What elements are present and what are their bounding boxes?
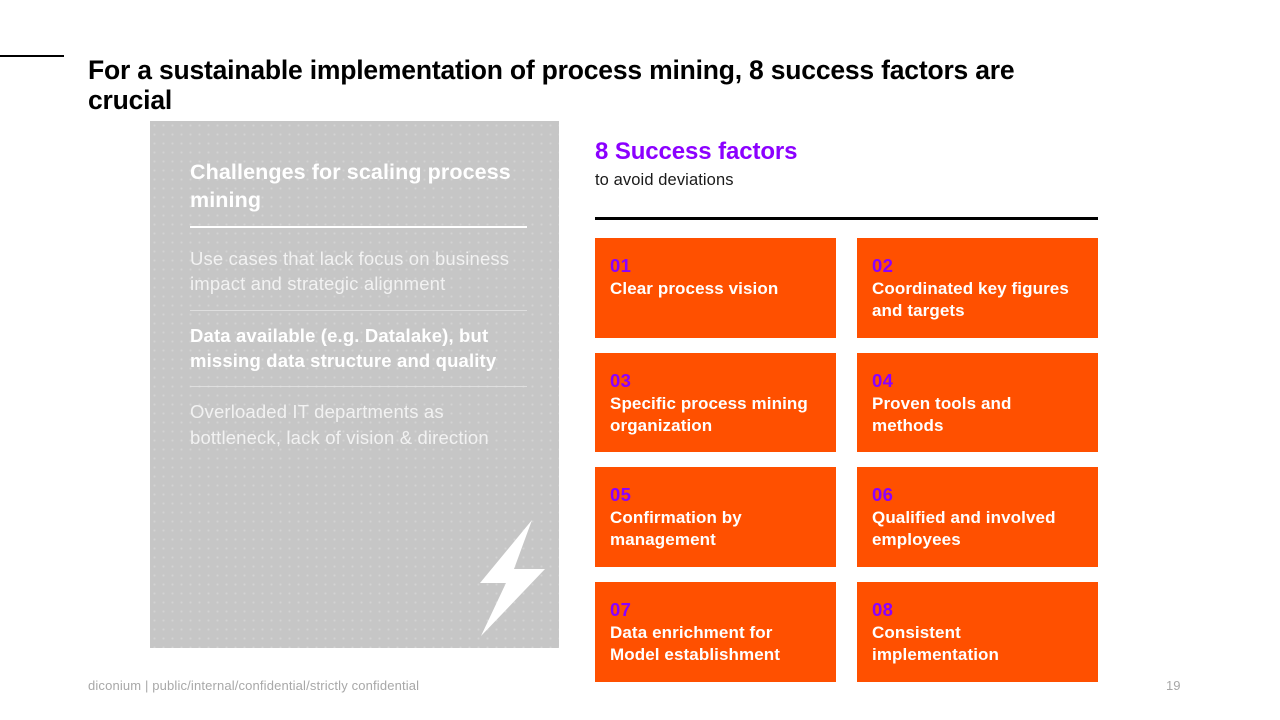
success-factor-card-04[interactable]: 04 Proven tools and methods (857, 352, 1098, 453)
card-number: 03 (610, 369, 632, 391)
challenge-item-3: Overloaded IT departments as bottleneck,… (190, 401, 489, 448)
challenge-item-2: Data available (e.g. Datalake), but miss… (190, 324, 497, 372)
page-title: For a sustainable implementation of proc… (88, 54, 1015, 115)
card-number: 08 (872, 598, 894, 620)
footer-page-number: 19 (1166, 678, 1181, 693)
success-factor-card-02[interactable]: 02 Coordinated key figures and targets (857, 238, 1098, 338)
card-label: Specific process mining organization (610, 393, 808, 435)
success-factor-card-03[interactable]: 03 Specific process mining organization (595, 352, 836, 453)
challenge-item-1: Use cases that lack focus on business im… (190, 248, 510, 295)
card-label: Clear process vision (610, 279, 779, 299)
success-factors-subtitle: to avoid deviations (595, 170, 734, 189)
footer-confidentiality-text: diconium | public/internal/confidential/… (88, 678, 420, 693)
card-label: Confirmation by management (610, 508, 742, 550)
challenges-panel-heading: Challenges for scaling process mining (190, 160, 511, 212)
success-factors-header: 8 Success factors to avoid deviations (595, 138, 1098, 220)
success-factors-divider (595, 216, 1098, 220)
success-factor-card-07[interactable]: 07 Data enrichment for Model establishme… (595, 581, 836, 682)
card-label: Consistent implementation (872, 623, 1000, 664)
challenge-divider-1 (190, 309, 527, 311)
success-factor-card-01[interactable]: 01 Clear process vision (595, 238, 836, 338)
card-number: 06 (872, 484, 894, 506)
card-label: Coordinated key figures and targets (872, 279, 1069, 320)
success-factors-grid: 01 Clear process vision 02 Coordinated k… (595, 238, 1098, 682)
challenge-divider-2 (190, 386, 527, 388)
card-number: 07 (610, 598, 632, 620)
card-number: 01 (610, 255, 632, 276)
card-label: Proven tools and methods (872, 393, 1012, 435)
challenges-panel: Challenges for scaling process mining Us… (150, 121, 559, 648)
card-number: 02 (872, 255, 894, 276)
challenges-panel-content: Challenges for scaling process mining Us… (190, 159, 528, 450)
lightning-bolt-icon (480, 520, 545, 636)
success-factor-card-05[interactable]: 05 Confirmation by management (595, 467, 836, 567)
success-factor-card-06[interactable]: 06 Qualified and involved employees (857, 467, 1098, 567)
challenges-heading-divider (190, 226, 527, 229)
success-factor-card-08[interactable]: 08 Consistent implementation (857, 581, 1098, 682)
card-label: Data enrichment for Model establishment (610, 623, 781, 664)
card-number: 05 (610, 484, 632, 506)
card-number: 04 (872, 369, 894, 391)
card-label: Qualified and involved employees (872, 508, 1056, 550)
title-accent-rule (0, 55, 64, 57)
success-factors-title: 8 Success factors (595, 138, 798, 165)
